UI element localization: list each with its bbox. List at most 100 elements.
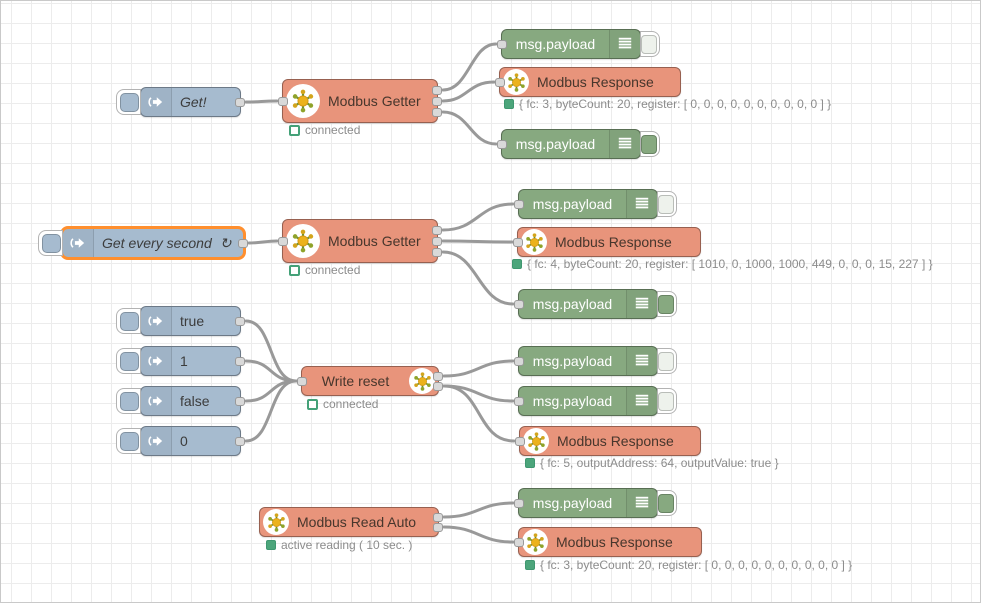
output-port[interactable] [238,239,248,248]
output-port-3[interactable] [432,248,442,257]
node-modbus-response-4[interactable]: Modbus Response [514,527,702,557]
node-debug-4[interactable]: msg.payload [514,289,677,319]
node-debug-3[interactable]: msg.payload [514,189,677,219]
wire[interactable] [441,42,498,92]
node-inject-get[interactable]: Get! [116,87,245,117]
status-dot-icon [266,540,276,550]
input-port[interactable] [497,40,507,49]
inject-trigger-button[interactable] [116,428,141,454]
input-port[interactable] [514,300,524,309]
node-label: Modbus Response [555,234,672,250]
output-port[interactable] [235,317,245,326]
wire[interactable] [442,384,516,443]
output-port-2[interactable] [432,97,442,106]
input-port[interactable] [514,397,524,406]
output-port[interactable] [235,437,245,446]
node-inject-0[interactable]: 0 [116,426,245,456]
output-port-3[interactable] [432,108,442,117]
node-label: msg.payload [532,353,613,369]
node-label: Modbus Response [557,433,674,449]
input-port[interactable] [495,78,505,87]
node-modbus-read-auto[interactable]: Modbus Read Auto [259,507,443,537]
node-debug-1[interactable]: msg.payload [497,29,660,59]
input-port[interactable] [514,499,524,508]
input-port[interactable] [515,437,525,446]
modbus-flower-icon [522,529,548,555]
status-ring-icon [307,398,318,410]
wire[interactable] [441,250,515,306]
input-port[interactable] [513,238,523,247]
status-ring-icon [289,124,300,136]
node-write-reset[interactable]: Write reset [297,366,443,396]
wire[interactable] [441,110,498,146]
node-inject-true[interactable]: true [116,306,245,336]
output-port[interactable] [235,98,245,107]
node-label: Get every second [102,235,212,251]
output-port-2[interactable] [433,523,443,532]
node-status: { fc: 3, byteCount: 20, register: [ 0, 0… [525,558,852,572]
debug-toggle-button[interactable] [657,490,677,516]
wire[interactable] [442,525,515,544]
node-label: 1 [180,353,188,369]
debug-toggle-button[interactable] [657,348,677,374]
node-inject-false[interactable]: false [116,386,245,416]
wire[interactable] [244,379,298,443]
inject-trigger-button[interactable] [116,348,141,374]
node-debug-2[interactable]: msg.payload [497,129,660,159]
input-port[interactable] [497,140,507,149]
debug-toggle-button[interactable] [657,291,677,317]
debug-toggle-button[interactable] [640,131,660,157]
inject-trigger-button[interactable] [116,308,141,334]
node-debug-7[interactable]: msg.payload [514,488,677,518]
input-port[interactable] [278,97,288,106]
status-text: { fc: 5, outputAddress: 64, outputValue:… [540,456,779,470]
inject-trigger-button[interactable] [116,388,141,414]
status-text: { fc: 3, byteCount: 20, register: [ 0, 0… [519,97,832,111]
wire[interactable] [441,80,496,103]
debug-toggle-button[interactable] [657,191,677,217]
output-port[interactable] [235,357,245,366]
output-port[interactable] [235,397,245,406]
input-port[interactable] [278,237,288,246]
node-label: Write reset [321,373,390,389]
input-port[interactable] [514,538,524,547]
status-dot-icon [512,259,522,269]
debug-toggle-button[interactable] [657,388,677,414]
node-status: { fc: 5, outputAddress: 64, outputValue:… [525,456,779,470]
wire[interactable] [441,202,515,232]
node-modbus-getter-1[interactable]: Modbus Getter [278,79,442,123]
node-debug-5[interactable]: msg.payload [514,346,677,376]
input-port[interactable] [297,377,307,386]
wire[interactable] [441,239,514,244]
status-text: connected [323,397,379,411]
node-inject-1[interactable]: 1 [116,346,245,376]
status-text: { fc: 4, byteCount: 20, register: [ 1010… [527,257,933,271]
input-port[interactable] [514,200,524,209]
wire[interactable] [247,239,279,245]
node-modbus-response-1[interactable]: Modbus Response [495,67,681,97]
wire[interactable] [442,359,515,378]
output-port-1[interactable] [433,372,443,381]
output-port-1[interactable] [432,226,442,235]
node-inject-get-every-second[interactable]: Get every second ↻ [38,228,248,258]
output-port-1[interactable] [433,513,443,522]
wire[interactable] [442,501,515,519]
node-label: false [180,393,210,409]
wire[interactable] [244,99,279,104]
output-port-2[interactable] [432,237,442,246]
status-ring-icon [289,264,300,276]
input-port[interactable] [514,357,524,366]
output-port-1[interactable] [432,86,442,95]
node-modbus-response-3[interactable]: Modbus Response [515,426,701,456]
output-port-2[interactable] [433,382,443,391]
debug-list-icon [626,190,657,218]
node-modbus-response-2[interactable]: Modbus Response [513,227,701,257]
node-modbus-getter-2[interactable]: Modbus Getter [278,219,442,263]
debug-toggle-button[interactable] [640,31,660,57]
inject-trigger-button[interactable] [116,89,141,115]
node-status: connected [289,123,360,137]
node-debug-6[interactable]: msg.payload [514,386,677,416]
inject-trigger-button[interactable] [38,230,63,256]
node-label: Modbus Response [556,534,673,550]
